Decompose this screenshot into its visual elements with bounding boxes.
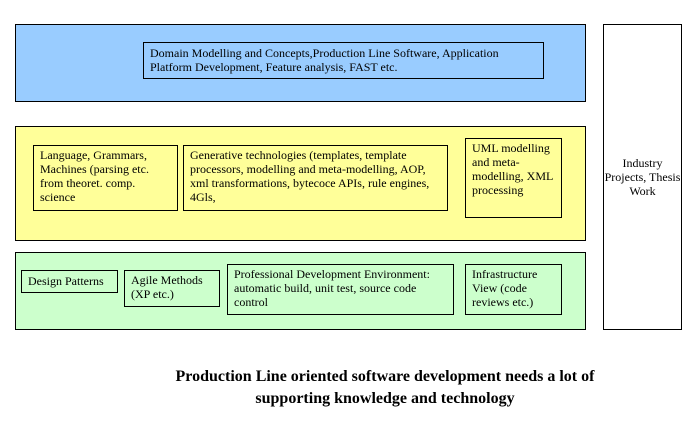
design-patterns-box: Design Patterns <box>21 270 118 293</box>
infrastructure-view-box: Infrastructure View (code reviews etc.) <box>465 264 562 315</box>
agile-methods-box: Agile Methods (XP etc.) <box>124 270 220 307</box>
generative-technologies-box: Generative technologies (templates, temp… <box>183 145 448 211</box>
industry-panel <box>603 24 682 330</box>
industry-projects-label: Industry Projects, Thesis Work <box>604 156 681 198</box>
diagram-caption: Production Line oriented software develo… <box>175 368 595 407</box>
uml-modelling-box: UML modelling and meta-modelling, XML pr… <box>465 138 562 218</box>
practice-layer <box>15 252 586 330</box>
language-grammars-box: Language, Grammars, Machines (parsing et… <box>33 145 178 211</box>
domain-modelling-box: Domain Modelling and Concepts,Production… <box>143 42 544 79</box>
domain-layer <box>15 24 586 102</box>
development-environment-box: Professional Development Environment: au… <box>227 264 454 315</box>
